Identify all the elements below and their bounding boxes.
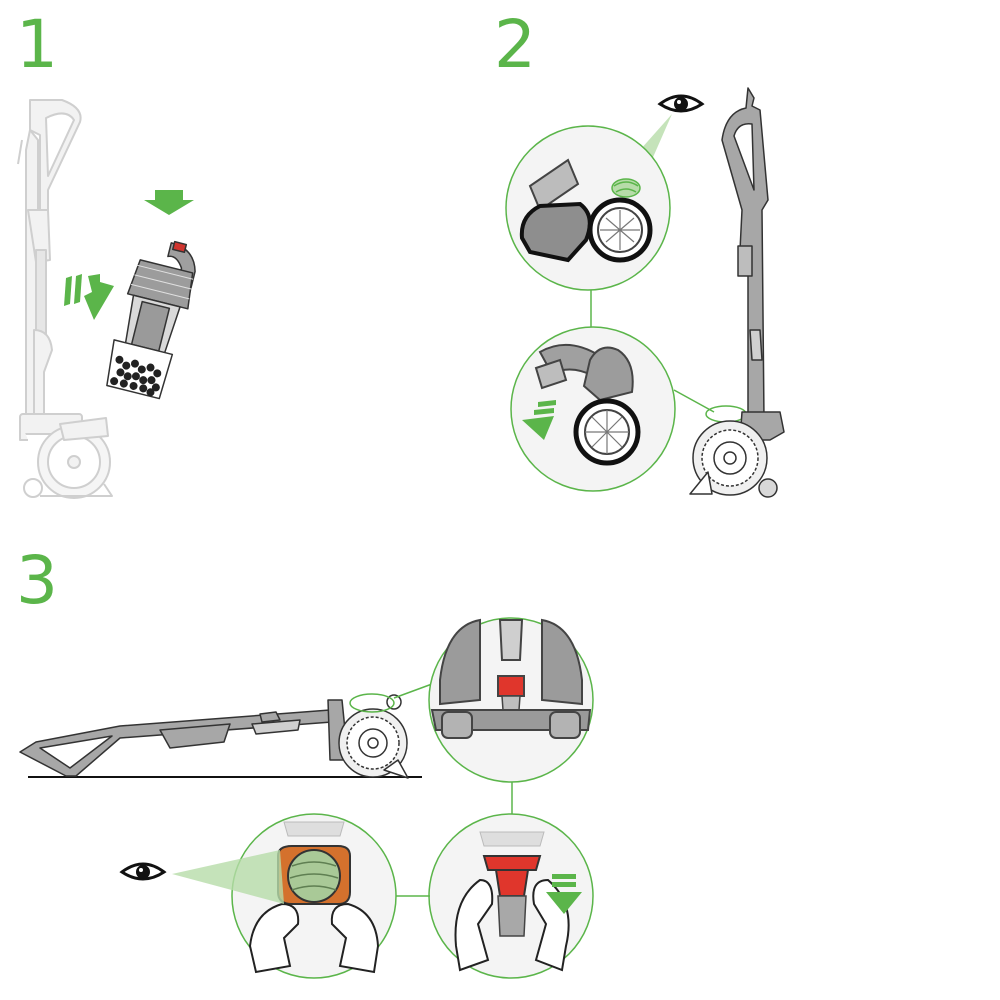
- vacuum-lying-down: [19, 694, 409, 779]
- step-2-number: 2: [494, 6, 536, 83]
- detail-circle-top: [428, 617, 594, 783]
- eye-icon: [119, 862, 167, 881]
- upright-vacuum-side: [689, 87, 785, 498]
- sight-cone: [172, 850, 284, 904]
- step-3-number: 3: [16, 542, 58, 619]
- down-arrow-icon: [522, 400, 556, 440]
- down-arrow-icon: [546, 874, 582, 914]
- motion-arrow-icon: [64, 274, 114, 320]
- detail-circle-lower: [510, 326, 676, 492]
- step-1-number: 1: [16, 6, 58, 83]
- upright-vacuum-faded: [17, 99, 113, 499]
- down-arrow-icon: [144, 190, 194, 215]
- step-3-illustration: [19, 617, 594, 979]
- step-2-illustration: [505, 87, 785, 498]
- eye-icon: [657, 94, 705, 113]
- cyclone-bin: [106, 240, 196, 400]
- detail-circle-bottom-right: [428, 813, 594, 979]
- detail-circle-upper: [505, 125, 671, 291]
- step-1-illustration: [17, 99, 196, 499]
